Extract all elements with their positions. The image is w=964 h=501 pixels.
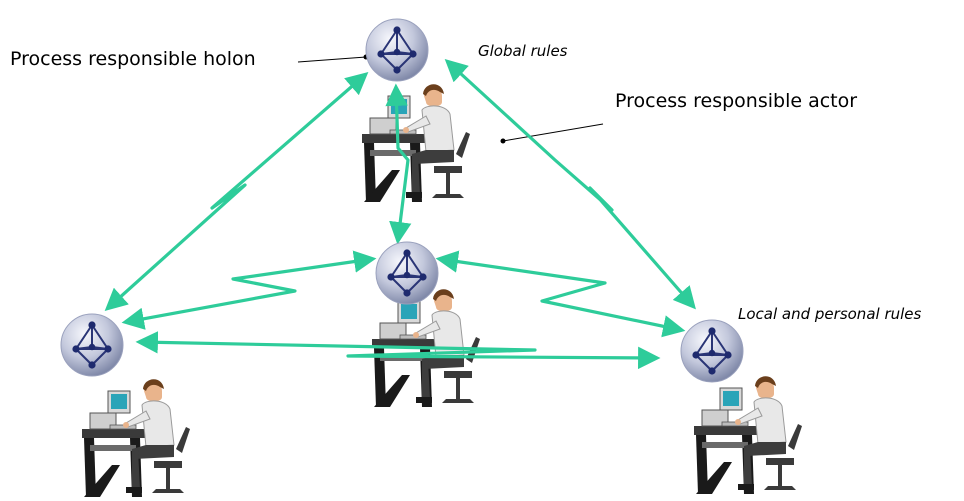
actor-label: Process responsible actor — [615, 90, 858, 112]
arrow-center-left — [121, 250, 377, 330]
holon-label: Process responsible holon — [10, 48, 256, 70]
holon-sphere-icon-top — [365, 18, 429, 82]
actor-leader-dot — [500, 138, 506, 144]
arrow-top-left — [104, 72, 369, 311]
holon-sphere-icon-center — [375, 241, 439, 305]
holon-leader-line — [297, 56, 367, 63]
arrow-center-right — [435, 250, 686, 338]
workstation-right — [693, 375, 803, 495]
holon-sphere-icon-left — [60, 313, 124, 377]
workstation-left — [81, 378, 191, 498]
local-rules-label: Local and personal rules — [738, 305, 922, 323]
arrow-left-right — [135, 331, 661, 370]
workstation-top — [361, 83, 471, 203]
holon-sphere-icon-right — [680, 319, 744, 383]
arrow-top-right — [444, 58, 696, 310]
arrow-top-center — [385, 83, 412, 245]
global-rules-label: Global rules — [478, 42, 568, 60]
